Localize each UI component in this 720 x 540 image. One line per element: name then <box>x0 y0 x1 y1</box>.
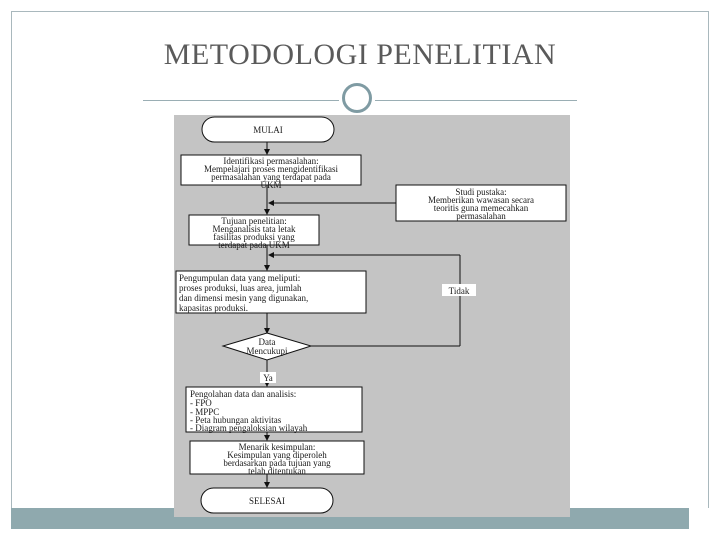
slide-title: METODOLOGI PENELITIAN <box>163 38 557 71</box>
objective-line-4: terdapat pada UKM <box>218 240 289 250</box>
data-collection-line-3: dan dimensi mesin yang digunakan, <box>179 293 308 303</box>
decision-line-2: Mencukupi <box>247 346 288 356</box>
conclusion-line-4: telah ditentukan <box>248 466 306 476</box>
literature-line-3: teoritis guna memecahkan <box>434 203 529 213</box>
identification-line-3: permasalahan yang terdapat pada <box>211 172 331 182</box>
analysis-line-1: Pengolahan data dan analisis: <box>190 389 296 399</box>
title-rule-left <box>143 100 339 101</box>
decision-line-1: Data <box>259 337 276 347</box>
conclusion-line-3: berdasarkan pada tujuan yang <box>223 458 331 468</box>
literature-line-2: Memberikan wawasan secara <box>428 195 534 205</box>
objective-line-1: Tujuan penelitian: <box>221 216 286 226</box>
flowchart-image: MULAI Identifikasi permasalahan: Mempela… <box>174 115 570 517</box>
yes-label: Ya <box>263 373 273 383</box>
title-rule-right <box>375 100 577 101</box>
analysis-line-5: - Diagram pengaloksian wilayah <box>190 423 308 433</box>
analysis-box: Pengolahan data dan analisis: - FPO - MP… <box>185 386 363 433</box>
data-collection-line-2: proses produksi, luas area, jumlah <box>179 283 302 293</box>
objective-line-3: fasilitas produksi yang <box>213 232 295 242</box>
no-label: Tidak <box>449 286 470 296</box>
objective-line-2: Menganalisis tata letak <box>213 224 296 234</box>
objective-box: Tujuan penelitian: Menganalisis tata let… <box>188 214 320 250</box>
identification-box: Identifikasi permasalahan: Mempelajari p… <box>180 154 362 190</box>
literature-box: Studi pustaka: Memberikan wawasan secara… <box>395 184 567 222</box>
data-collection-box: Pengumpulan data yang meliputi: proses p… <box>175 270 367 314</box>
title-ring-ornament <box>342 83 372 113</box>
data-collection-line-1: Pengumpulan data yang meliputi: <box>179 273 300 283</box>
end-terminal: SELESAI <box>200 487 334 514</box>
analysis-line-4: - Peta hubungan aktivitas <box>190 415 282 425</box>
conclusion-line-2: Kesimpulan yang diperoleh <box>227 450 327 460</box>
analysis-line-3: - MPPC <box>190 407 219 417</box>
decision-diamond: Data Mencukupi <box>221 332 313 361</box>
conclusion-line-1: Menarik kesimpulan: <box>239 442 316 452</box>
analysis-line-2: - FPO <box>190 398 212 408</box>
start-label: MULAI <box>253 125 283 135</box>
end-label: SELESAI <box>249 496 285 506</box>
identification-line-1: Identifikasi permasalahan: <box>223 156 318 166</box>
start-terminal: MULAI <box>201 116 335 143</box>
conclusion-box: Menarik kesimpulan: Kesimpulan yang dipe… <box>189 440 365 476</box>
literature-line-1: Studi pustaka: <box>455 187 506 197</box>
identification-line-2: Mempelajari proses mengidentifikasi <box>204 164 338 174</box>
data-collection-line-4: kapasitas produksi. <box>179 303 248 313</box>
literature-line-4: permasalahan <box>456 211 506 221</box>
identification-line-4: UKM <box>260 180 281 190</box>
